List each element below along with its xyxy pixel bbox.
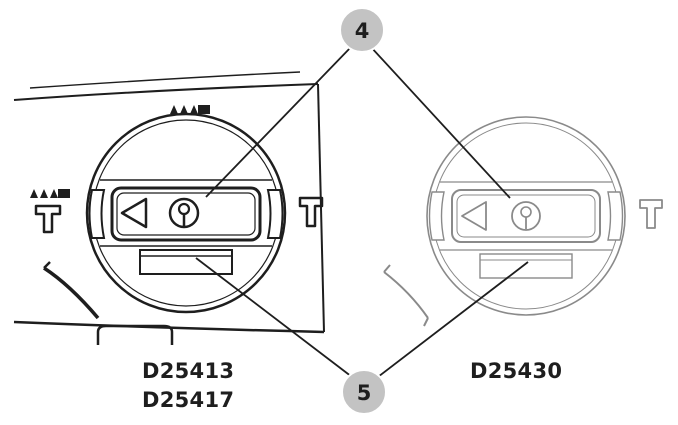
callout-4: 4 <box>339 7 385 53</box>
keyhole-lock-icon-right <box>511 201 541 231</box>
left-triangle-icon-right <box>461 201 487 231</box>
selector-slider-right <box>451 189 601 243</box>
hammer-chisel-icon <box>170 105 210 114</box>
latch-right <box>479 253 573 279</box>
svg-text:4: 4 <box>355 19 370 43</box>
left-tool-housing <box>13 71 325 345</box>
left-selector-dial <box>85 112 287 314</box>
latch-left <box>139 249 233 275</box>
chisel-icon-right-of-left-dial <box>298 196 324 228</box>
hammer-chisel-icon-side <box>30 189 70 198</box>
right-selector-dial <box>426 116 626 316</box>
model-label-d25413: D25413 <box>142 359 235 383</box>
model-label-d25417: D25417 <box>142 388 235 412</box>
rotation-arc-right <box>383 271 429 319</box>
chisel-icon <box>34 204 62 234</box>
keyhole-lock-icon <box>168 197 200 229</box>
model-label-d25430: D25430 <box>470 359 563 383</box>
svg-text:5: 5 <box>357 381 372 405</box>
chisel-icon-right <box>639 199 663 229</box>
leader-lines <box>195 45 529 381</box>
callout-5: 5 <box>341 369 387 415</box>
rotation-arc-left <box>43 266 100 320</box>
left-triangle-icon <box>120 197 148 229</box>
